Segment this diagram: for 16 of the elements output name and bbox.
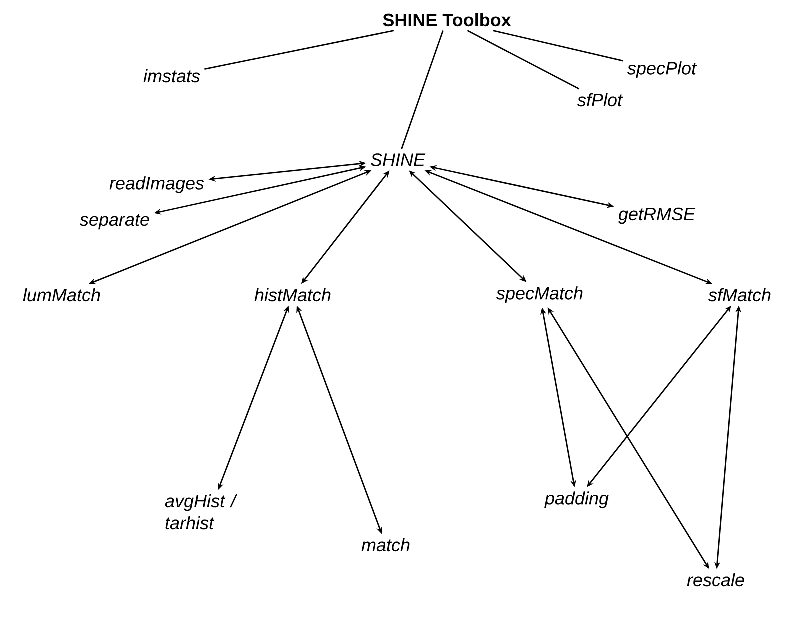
node-label: specPlot [628, 62, 698, 78]
node-label: readImages [110, 176, 204, 194]
node-label: separate [80, 214, 150, 230]
title-label: SHINE Toolbox [383, 13, 512, 27]
node-label: getRMSE [618, 208, 696, 224]
node-label: padding [544, 492, 609, 508]
node-label: histMatch [254, 288, 331, 302]
node-label: match [362, 538, 410, 552]
node-label: avgHist / tarhist [165, 494, 238, 530]
node-label: imstats [144, 69, 200, 83]
node-label: sfPlot [578, 93, 624, 107]
node-label: sfMatch [708, 288, 771, 302]
node-label: SHINE [371, 154, 426, 166]
node-label: lumMatch [23, 288, 100, 302]
node-label: rescale [687, 573, 744, 587]
node-label: specMatch [496, 286, 583, 304]
